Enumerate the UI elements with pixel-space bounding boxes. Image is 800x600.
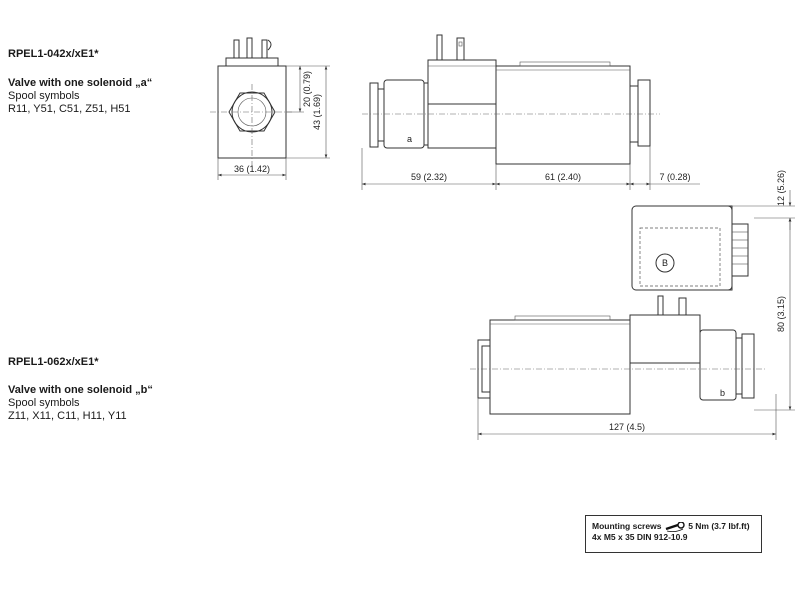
dim-43-label: 43 (1.69) xyxy=(312,94,322,130)
mounting-note: Mounting screws 5 Nm (3.7 lbf.ft) 4x M5 … xyxy=(585,515,762,553)
port-a-letter: a xyxy=(407,134,412,144)
side-view-dimensions: 59 (2.32) 61 (2.40) 7 (0.28) xyxy=(361,146,700,190)
dim-7-label: 7 (0.28) xyxy=(659,172,690,182)
dim-59-label: 59 (2.32) xyxy=(411,172,447,182)
note-torque: 5 Nm (3.7 lbf.ft) xyxy=(688,521,750,531)
spool-list-b: Z11, X11, C11, H11, Y11 xyxy=(8,410,127,422)
title-b-label: Valve with one solenoid „b“ xyxy=(8,384,153,396)
end-view-dimensions: 36 (1.42) 20 (0.79) 43 (1.69) xyxy=(217,65,330,180)
connector-b-letter: B xyxy=(662,258,668,268)
side-view-b: B b xyxy=(470,205,765,415)
end-view-a xyxy=(210,37,292,168)
torque-wrench-icon xyxy=(665,521,685,532)
b-view-dimensions: 12 (5.26) 80 (3.15) 127 (4.5) xyxy=(477,170,795,440)
port-b-letter: b xyxy=(720,388,725,398)
spool-label-b: Spool symbols xyxy=(8,397,80,409)
spool-label-a: Spool symbols xyxy=(8,90,80,102)
dim-61-label: 61 (2.40) xyxy=(545,172,581,182)
side-view-a: a xyxy=(362,34,660,165)
dim-127-label: 127 (4.5) xyxy=(609,422,645,432)
dim-20-label: 20 (0.79) xyxy=(302,71,312,107)
dim-12-label: 12 (5.26) xyxy=(776,170,786,206)
note-line-1: Mounting screws 5 Nm (3.7 lbf.ft) xyxy=(592,521,761,532)
model-a-label: RPEL1-042x/xE1* xyxy=(8,48,99,60)
dim-36-label: 36 (1.42) xyxy=(234,164,270,174)
note-prefix: Mounting screws xyxy=(592,521,662,531)
spool-list-a: R11, Y51, C51, Z51, H51 xyxy=(8,103,131,115)
note-line-2: 4x M5 x 35 DIN 912-10.9 xyxy=(592,532,688,542)
dim-80-label: 80 (3.15) xyxy=(776,296,786,332)
title-a-label: Valve with one solenoid „a“ xyxy=(8,77,153,89)
model-b-label: RPEL1-062x/xE1* xyxy=(8,356,99,368)
